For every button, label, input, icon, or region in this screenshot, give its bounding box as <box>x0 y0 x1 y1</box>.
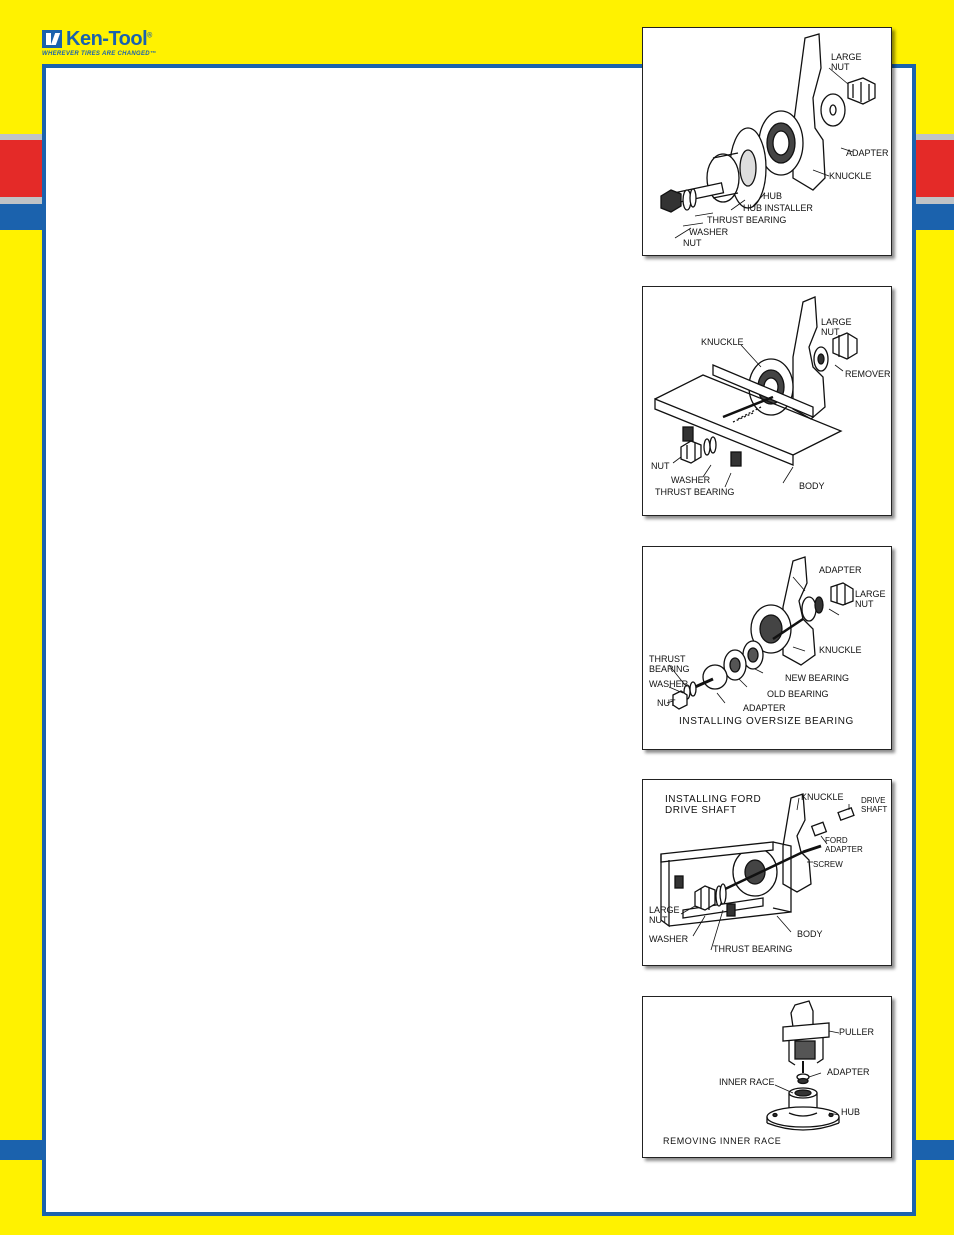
label-adapter-top: ADAPTER <box>819 565 862 575</box>
label-large-nut: LARGE NUT <box>855 589 886 609</box>
label-hub: HUB <box>763 191 783 201</box>
figure-hub-installation: LARGE NUT ADAPTER KNUCKLE HUB HUB INSTAL… <box>642 27 892 256</box>
remover-illustration <box>654 296 858 488</box>
label-large-nut: LARGE NUT <box>649 905 680 925</box>
registered-mark: ® <box>147 32 152 40</box>
label-ford-adapter: FORD ADAPTER <box>825 836 863 854</box>
label-inner-race: INNER RACE <box>719 1077 775 1087</box>
label-adapter: ADAPTER <box>827 1067 870 1077</box>
label-puller: PULLER <box>839 1027 875 1037</box>
label-adapter-bottom: ADAPTER <box>743 703 786 713</box>
figure-bearing-removal: LARGE NUT KNUCKLE REMOVER NUT WASHER THR… <box>642 286 892 516</box>
label-thrust-bearing: THRUST BEARING <box>655 487 735 497</box>
label-washer: WASHER <box>689 227 729 237</box>
figure-caption: REMOVING INNER RACE <box>663 1136 782 1146</box>
label-hub: HUB <box>841 1107 861 1117</box>
oversize-bearing-illustration <box>666 556 854 710</box>
figure-caption: INSTALLING FORD DRIVE SHAFT <box>665 794 762 816</box>
label-nut: NUT <box>683 238 702 248</box>
label-adapter: ADAPTER <box>846 148 889 158</box>
logo-kk-icon <box>42 30 62 48</box>
logo-tagline: WHEREVER TIRES ARE CHANGED™ <box>42 51 157 57</box>
figure-ford-drive-shaft: INSTALLING FORD DRIVE SHAFT KNUCKLE DRIV… <box>642 779 892 966</box>
inner-race-puller-illustration <box>766 1000 840 1131</box>
label-large-nut: LARGE NUT <box>821 317 852 337</box>
label-hub-installer: HUB INSTALLER <box>743 203 813 213</box>
label-washer: WASHER <box>649 679 689 689</box>
ford-drive-shaft-illustration <box>660 793 855 951</box>
figure-oversize-bearing: ADAPTER LARGE NUT KNUCKLE NEW BEARING OL… <box>642 546 892 750</box>
label-knuckle: KNUCKLE <box>801 792 844 802</box>
label-knuckle: KNUCKLE <box>819 645 862 655</box>
label-thrust-bearing: THRUST BEARING <box>707 215 787 225</box>
hub-installer-illustration <box>660 33 876 239</box>
label-nut: NUT <box>651 461 670 471</box>
logo-name: Ken-Tool <box>66 28 148 50</box>
label-thrust-bearing: THRUST BEARING <box>649 654 690 674</box>
label-washer: WASHER <box>649 934 689 944</box>
label-remover: REMOVER <box>845 369 891 379</box>
label-old-bearing: OLD BEARING <box>767 689 829 699</box>
label-knuckle: KNUCKLE <box>701 337 744 347</box>
label-body: BODY <box>799 481 825 491</box>
label-nut: NUT <box>657 698 676 708</box>
label-screw: SCREW <box>813 860 843 869</box>
label-large-nut: LARGE NUT <box>831 52 862 72</box>
label-body: BODY <box>797 929 823 939</box>
label-drive-shaft: DRIVE SHAFT <box>861 796 888 814</box>
label-washer: WASHER <box>671 475 711 485</box>
label-new-bearing: NEW BEARING <box>785 673 850 683</box>
figure-inner-race-removal: PULLER ADAPTER INNER RACE HUB REMOVING I… <box>642 996 892 1158</box>
label-thrust-bearing: THRUST BEARING <box>713 944 793 954</box>
label-knuckle: KNUCKLE <box>829 171 872 181</box>
figure-caption: INSTALLING OVERSIZE BEARING <box>679 716 854 727</box>
